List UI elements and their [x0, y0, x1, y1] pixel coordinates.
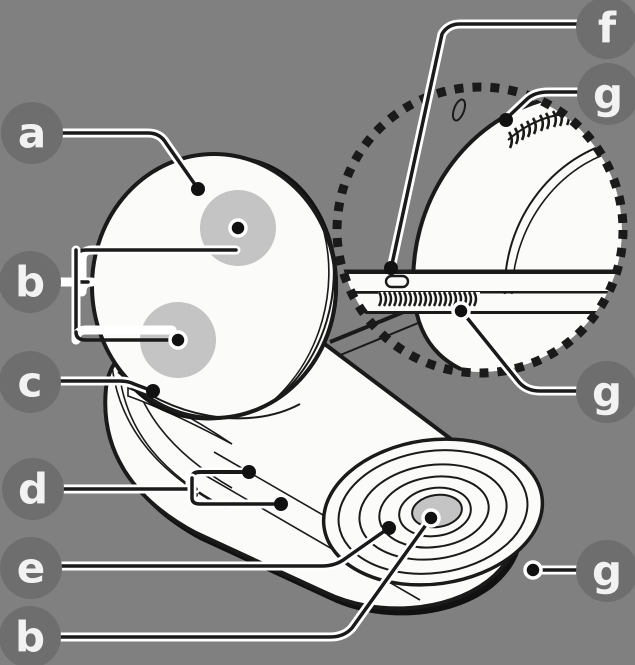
badge-circle-d[interactable] [2, 458, 64, 520]
callout-badge-c[interactable]: c [0, 351, 61, 413]
badge-circle-e[interactable] [0, 537, 62, 599]
detail-lid-inner-arc [503, 136, 622, 301]
leader-b-branch-lower [74, 330, 174, 342]
leader-g-bottom-endpoint [523, 560, 543, 580]
badge-circle-g-top[interactable] [577, 63, 635, 125]
leader-b-bottom-endpoint [421, 508, 441, 528]
badge-circle-g-bottom[interactable] [576, 540, 635, 602]
leader-a [61, 131, 198, 188]
leader-g-top-endpoint [499, 113, 513, 127]
magnifier-boundary-dashed [332, 82, 628, 378]
callout-badge-e[interactable]: e [0, 537, 62, 599]
leader-lines [55, 19, 583, 642]
detail-bar-face-upper [338, 274, 622, 291]
leader-f [390, 22, 579, 266]
callout-badge-g-bottom[interactable]: g [576, 540, 635, 602]
detail-small-oval-mark [451, 98, 467, 122]
callout-badge-f[interactable]: f [576, 0, 635, 59]
dome-nick [332, 254, 338, 279]
leader-d-endpoint-2 [274, 497, 288, 511]
leader-d-endpoint-1 [242, 465, 256, 479]
leader-g-top [506, 90, 580, 119]
leader-e-endpoint [382, 521, 396, 535]
leader-d-branch [190, 476, 280, 506]
badge-circle-a[interactable] [1, 102, 63, 164]
leader-e [60, 528, 388, 568]
base-ridge-3 [119, 377, 227, 509]
badge-circle-c[interactable] [0, 351, 61, 413]
coiled-vent-strip [377, 291, 480, 307]
leader-f-endpoint [384, 261, 398, 275]
dome-rim-arc-2 [273, 231, 330, 401]
leader-g-mid-endpoint [451, 301, 471, 321]
badge-circle-b-bottom[interactable] [0, 606, 61, 665]
leader-b-top-endpoint [228, 218, 248, 238]
badge-circle-f[interactable] [576, 0, 635, 59]
callout-badge-a[interactable]: a [1, 102, 63, 164]
badge-circle-b-top[interactable] [0, 251, 61, 313]
leader-a-endpoint [191, 182, 205, 196]
leader-b-bottom [58, 520, 430, 639]
leader-c [59, 379, 152, 392]
badge-circle-g-mid[interactable] [576, 361, 635, 423]
leader-g-mid [462, 312, 579, 393]
callout-badge-d[interactable]: d [2, 458, 64, 520]
callout-badge-b-bottom[interactable]: b [0, 606, 61, 665]
callout-badge-b-top[interactable]: b [0, 251, 61, 313]
leader-c-endpoint [146, 384, 160, 398]
callout-badge-g-top[interactable]: g [577, 63, 635, 125]
recessed-slot-indicator [384, 274, 410, 289]
leader-b-lower-endpoint [168, 330, 188, 350]
detail-bar-face-lower [338, 294, 622, 311]
callout-badge-g-mid[interactable]: g [576, 361, 635, 423]
